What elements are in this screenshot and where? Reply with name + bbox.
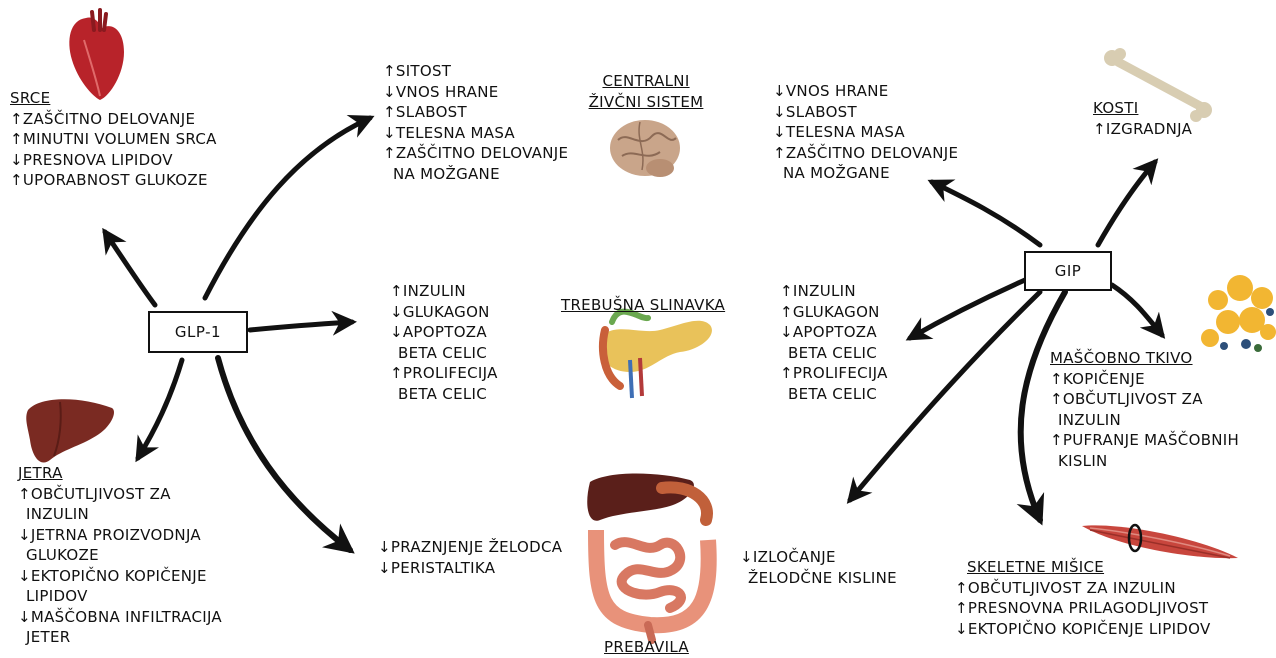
gut-gip-effect: ŽELODČNE KISLINE [740,568,897,589]
pancreas-glp1-effect: ↑INZULIN [390,281,498,302]
heart-effect: ↓PRESNOVA LIPIDOV [10,150,217,171]
muscle-effects: SKELETNE MIŠICE ↑OBČUTLJIVOST ZA INZULIN… [955,557,1211,639]
pancreas-gip-effect: ↓APOPTOZA [780,322,888,343]
adipose-effect: INZULIN [1050,410,1239,431]
adipose-effects: MAŠČOBNO TKIVO ↑KOPIČENJE ↑OBČUTLJIVOST … [1050,348,1239,471]
liver-effect: JETER [18,627,222,648]
liver-effect: INZULIN [18,504,222,525]
pancreas-gip-effects: ↑INZULIN ↑GLUKAGON ↓APOPTOZA BETA CELIC … [780,281,888,404]
pancreas-icon [599,312,712,398]
liver-effect: LIPIDOV [18,586,222,607]
liver-effects: JETRA ↑OBČUTLJIVOST ZA INZULIN ↓JETRNA P… [18,463,222,648]
pancreas-glp1-effect: BETA CELIC [390,343,498,364]
digestive-tract-icon [587,474,708,641]
cns-glp1-effect: ↑ZAŠČITNO DELOVANJE [383,143,568,164]
liver-effect: ↓JETRNA PROIZVODNJA [18,525,222,546]
glp1-node: GLP-1 [148,311,248,353]
muscle-icon [1082,525,1238,558]
cns-title-line2: ŽIVČNI SISTEM [586,92,706,113]
adipose-effect: ↑OBČUTLJIVOST ZA [1050,389,1239,410]
cns-gip-effect: ↓TELESNA MASA [773,122,958,143]
liver-effect: ↓EKTOPIČNO KOPIČENJE [18,566,222,587]
cns-glp1-effect: ↓VNOS HRANE [383,82,568,103]
heart-effect: ↑ZAŠČITNO DELOVANJE [10,109,217,130]
pancreas-glp1-effects: ↑INZULIN ↓GLUKAGON ↓APOPTOZA BETA CELIC … [390,281,498,404]
heart-effects: SRCE ↑ZAŠČITNO DELOVANJE ↑MINUTNI VOLUME… [10,88,217,191]
heart-effect: ↑UPORABNOST GLUKOZE [10,170,217,191]
liver-title: JETRA [18,463,222,484]
adipose-effect: ↑PUFRANJE MAŠČOBNIH [1050,430,1239,451]
cns-gip-effect: ↓VNOS HRANE [773,81,958,102]
gut-title: PREBAVILA [604,638,689,656]
pancreas-gip-effect: ↑PROLIFECIJA [780,363,888,384]
liver-effect: ↑OBČUTLJIVOST ZA [18,484,222,505]
muscle-title: SKELETNE MIŠICE [955,557,1211,578]
bone-effect: ↑IZGRADNJA [1093,119,1192,140]
gut-glp1-effect: ↓PRAZNJENJE ŽELODCA [378,537,562,558]
muscle-effect: ↑PRESNOVNA PRILAGODLJIVOST [955,598,1211,619]
bone-effects: KOSTI ↑IZGRADNJA [1093,98,1192,139]
heart-effect: ↑MINUTNI VOLUMEN SRCA [10,129,217,150]
cns-gip-effect: ↑ZAŠČITNO DELOVANJE [773,143,958,164]
pancreas-glp1-effect: BETA CELIC [390,384,498,405]
gut-glp1-effect: ↓PERISTALTIKA [378,558,562,579]
cns-glp1-effects: ↑SITOST ↓VNOS HRANE ↑SLABOST ↓TELESNA MA… [383,61,568,184]
bone-title: KOSTI [1093,98,1192,119]
cns-gip-effects: ↓VNOS HRANE ↓SLABOST ↓TELESNA MASA ↑ZAŠČ… [773,81,958,184]
cns-gip-effect: ↓SLABOST [773,102,958,123]
cns-glp1-effect: ↓TELESNA MASA [383,123,568,144]
adipose-tissue-icon [1201,275,1276,352]
muscle-effect: ↓EKTOPIČNO KOPIČENJE LIPIDOV [955,619,1211,640]
pancreas-gip-effect: ↑GLUKAGON [780,302,888,323]
liver-icon [26,399,114,462]
cns-glp1-effect: ↑SITOST [383,61,568,82]
muscle-effect: ↑OBČUTLJIVOST ZA INZULIN [955,578,1211,599]
pancreas-gip-effect: ↑INZULIN [780,281,888,302]
cns-title: CENTRALNI ŽIVČNI SISTEM [586,71,706,112]
pancreas-glp1-effect: ↑PROLIFECIJA [390,363,498,384]
pancreas-glp1-effect: ↓GLUKAGON [390,302,498,323]
liver-effect: ↓MAŠČOBNA INFILTRACIJA [18,607,222,628]
cns-title-line1: CENTRALNI [586,71,706,92]
gut-gip-effect: ↓IZLOČANJE [740,547,897,568]
heart-title: SRCE [10,88,217,109]
adipose-effect: ↑KOPIČENJE [1050,369,1239,390]
pancreas-gip-effect: BETA CELIC [780,343,888,364]
gip-node: GIP [1024,251,1112,291]
pancreas-glp1-effect: ↓APOPTOZA [390,322,498,343]
heart-icon [69,10,124,100]
gut-glp1-effects: ↓PRAZNJENJE ŽELODCA ↓PERISTALTIKA [378,537,562,578]
cns-glp1-effect: NA MOŽGANE [383,164,568,185]
adipose-effect: KISLIN [1050,451,1239,472]
liver-effect: GLUKOZE [18,545,222,566]
gut-gip-effects: ↓IZLOČANJE ŽELODČNE KISLINE [740,547,897,588]
brain-icon [610,120,680,177]
cns-glp1-effect: ↑SLABOST [383,102,568,123]
adipose-title: MAŠČOBNO TKIVO [1050,348,1239,369]
pancreas-gip-effect: BETA CELIC [780,384,888,405]
pancreas-title: TREBUŠNA SLINAVKA [561,296,725,314]
cns-gip-effect: NA MOŽGANE [773,163,958,184]
